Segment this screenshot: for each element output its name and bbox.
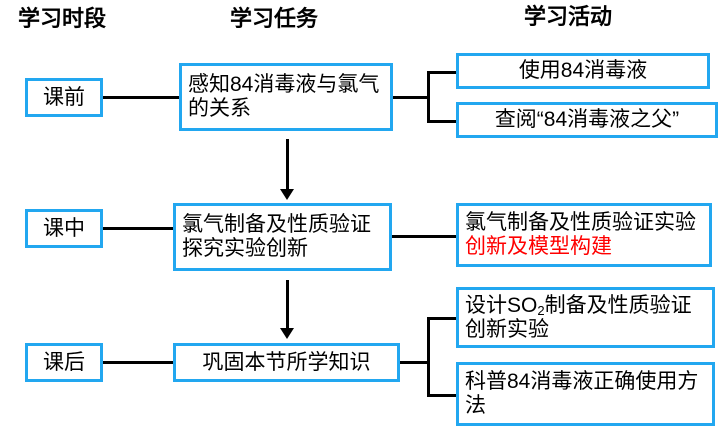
bracket-vertical-row-1 xyxy=(427,71,430,123)
activity-box-row-3-item-2[interactable]: 科普84消毒液正确使用方法 xyxy=(456,362,715,426)
stage-label-row-3: 课后 xyxy=(43,350,85,374)
activity-label-row-2-item-1: 氯气制备及性质验证实验创新及模型构建 xyxy=(459,211,709,258)
connector-task-to-activity-row-2 xyxy=(392,235,458,238)
task-label-row-2: 氯气制备及性质验证探究实验创新 xyxy=(182,213,371,260)
activity-label-row-1-item-1: 使用84消毒液 xyxy=(518,59,648,83)
activity-label-row-3-item-1-suffix: 制备及性质验证创新实验 xyxy=(465,293,692,341)
arrow-shaft-task-1-to-2 xyxy=(286,139,289,191)
task-label-row-1: 感知84消毒液与氯气的关系 xyxy=(188,73,380,120)
stage-box-row-2[interactable]: 课中 xyxy=(25,209,103,248)
stage-box-row-3[interactable]: 课后 xyxy=(25,343,103,382)
arrow-shaft-task-2-to-3 xyxy=(286,280,289,330)
stage-label-row-1: 课前 xyxy=(43,85,85,109)
bracket-stub-bottom-row-3 xyxy=(427,394,458,397)
activity-label-row-2-item-1-highlight: 创新及模型构建 xyxy=(465,235,612,258)
connector-task-to-bracket-row-3 xyxy=(400,361,430,364)
activity-box-row-1-item-2[interactable]: 查阅“84消毒液之父” xyxy=(456,102,718,138)
column-header-stage: 学习时段 xyxy=(18,6,107,31)
task-label-row-3: 巩固本节所学知识 xyxy=(202,350,371,374)
arrow-head-task-1-to-2 xyxy=(280,189,294,200)
bracket-stub-bottom-row-1 xyxy=(427,120,458,123)
task-box-row-3[interactable]: 巩固本节所学知识 xyxy=(173,343,400,382)
bracket-stub-top-row-3 xyxy=(427,317,458,320)
connector-stage-to-task-row-3 xyxy=(103,361,175,364)
task-box-row-2[interactable]: 氯气制备及性质验证探究实验创新 xyxy=(173,203,392,271)
column-header-activity: 学习活动 xyxy=(524,4,613,29)
column-header-task: 学习任务 xyxy=(230,6,319,31)
stage-label-row-2: 课中 xyxy=(43,216,85,240)
connector-stage-to-task-row-1 xyxy=(103,96,180,99)
activity-label-row-1-item-2: 查阅“84消毒液之父” xyxy=(494,108,680,132)
arrow-head-task-2-to-3 xyxy=(280,328,294,339)
subscript-two: 2 xyxy=(537,303,545,319)
activity-label-row-3-item-1: 设计SO2制备及性质验证创新实验 xyxy=(459,294,712,341)
stage-box-row-1[interactable]: 课前 xyxy=(25,78,103,117)
task-box-row-1[interactable]: 感知84消毒液与氯气的关系 xyxy=(179,63,393,131)
bracket-stub-top-row-1 xyxy=(427,71,458,74)
connector-stage-to-task-row-2 xyxy=(103,227,175,230)
activity-box-row-3-item-1[interactable]: 设计SO2制备及性质验证创新实验 xyxy=(456,287,715,348)
connector-task-to-bracket-row-1 xyxy=(393,96,430,99)
activity-label-row-3-item-1-prefix: 设计SO xyxy=(465,293,538,317)
bracket-vertical-row-3 xyxy=(427,317,430,397)
activity-label-row-3-item-2: 科普84消毒液正确使用方法 xyxy=(465,370,699,417)
activity-box-row-2-item-1[interactable]: 氯气制备及性质验证实验创新及模型构建 xyxy=(456,203,712,267)
activity-box-row-1-item-1[interactable]: 使用84消毒液 xyxy=(456,53,710,89)
activity-label-row-2-item-1-plain: 氯气制备及性质验证实验 xyxy=(465,211,696,235)
